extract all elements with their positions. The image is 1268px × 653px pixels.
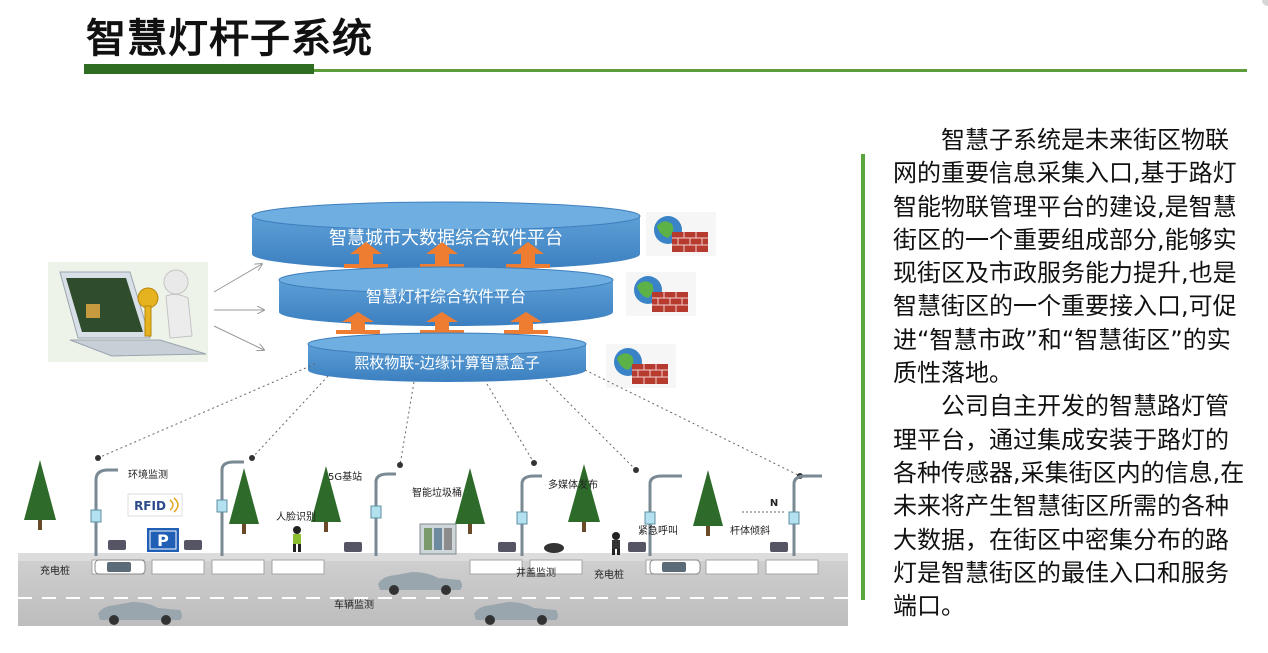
description-block: 智慧子系统是未来街区物联网的重要信息采集入口,基于路灯智能物联管理平台的建设,是…: [893, 124, 1248, 623]
label-5g: 5G基站: [328, 470, 362, 483]
upload-arrows-upper: [344, 242, 550, 268]
pedestrian-figure: [293, 526, 301, 552]
label-charge-right: 充电桩: [594, 568, 624, 581]
platform-top: 智慧城市大数据综合软件平台: [251, 201, 641, 270]
svg-text:P: P: [157, 531, 169, 550]
sidewalk-devices: [108, 540, 788, 552]
label-manhole: 井盖监测: [516, 566, 556, 579]
label-env: 环境监测: [128, 468, 168, 481]
firewall-globe-icon: [626, 272, 696, 316]
link-endpoints: [95, 455, 803, 479]
corner-decoration: [1262, 0, 1268, 6]
rfid-sign: RFID: [127, 493, 183, 517]
pedestrian-figure: [612, 532, 620, 555]
cars: [94, 559, 701, 625]
tilt-indicator: N: [742, 498, 784, 513]
text-accent-bar: [861, 154, 865, 600]
page-title: 智慧灯杆子系统: [86, 16, 373, 62]
description-paragraph-1: 智慧子系统是未来街区物联网的重要信息采集入口,基于路灯智能物联管理平台的建设,是…: [893, 126, 1237, 388]
platform-bottom-label: 熙枚物联-边缘计算智慧盒子: [354, 354, 539, 372]
manhole-cover: [544, 543, 564, 553]
scene-labels: 环境监测 人脸识别 5G基站 智能垃圾桶 多媒体发布 紧急呼叫 杆体倾斜 充电桩…: [40, 468, 770, 611]
system-diagram: 智慧城市大数据综合软件平台 智慧灯杆综合软件平台 熙枚物联-边缘计算智慧盒子: [18, 201, 848, 626]
platform-bottom: 熙枚物联-边缘计算智慧盒子: [307, 332, 587, 382]
label-tilt: 杆体倾斜: [730, 524, 770, 537]
label-vehicle: 车辆监测: [334, 598, 374, 611]
firewall-globe-icon: [646, 212, 716, 256]
label-face: 人脸识别: [276, 510, 316, 523]
laptop-security-image: [48, 262, 208, 362]
smart-trash-bin: [419, 523, 457, 555]
platform-mid-label: 智慧灯杆综合软件平台: [366, 287, 526, 306]
label-charge-left: 充电桩: [40, 564, 70, 577]
description-paragraph-2: 公司自主开发的智慧路灯管理平台，通过集成安装于路灯的各种传感器,采集街区内的信息…: [893, 392, 1245, 621]
parking-sign: P: [147, 528, 179, 552]
title-underline-accent: [84, 64, 314, 74]
pole-modules: [90, 499, 800, 525]
label-media: 多媒体发布: [548, 478, 598, 491]
title-underline: [84, 69, 1247, 72]
platform-top-label: 智慧城市大数据综合软件平台: [329, 228, 563, 249]
connection-arrows: [213, 264, 264, 350]
upload-arrows-lower: [336, 312, 548, 334]
svg-text:N: N: [770, 498, 778, 509]
svg-text:RFID: RFID: [134, 499, 166, 513]
trees: [24, 460, 723, 536]
smart-poles: [94, 460, 822, 556]
sensor-links: [97, 363, 801, 477]
firewall-globe-icon: [606, 344, 676, 388]
label-emergency: 紧急呼叫: [638, 524, 678, 537]
label-trash: 智能垃圾桶: [412, 486, 462, 499]
